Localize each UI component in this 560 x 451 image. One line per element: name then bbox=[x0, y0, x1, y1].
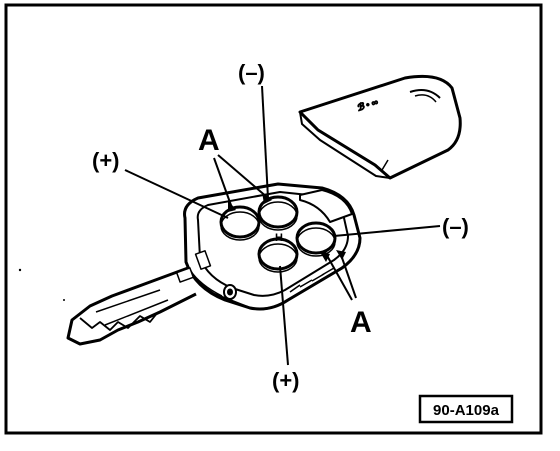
label-minus-top: (–) bbox=[238, 60, 265, 85]
scan-speck bbox=[18, 268, 22, 272]
diagram-frame bbox=[4, 3, 543, 435]
remote-buttons: H bbox=[219, 195, 337, 273]
button-left bbox=[219, 205, 261, 241]
label-plus-bottom: (+) bbox=[272, 368, 300, 393]
reference-number: 90-A109a bbox=[433, 402, 500, 419]
callout-labels: (–) (+) (–) (+) A A bbox=[92, 60, 469, 393]
label-a-upper: A bbox=[198, 124, 220, 157]
leader-lines bbox=[124, 85, 441, 366]
reference-box: 90-A109a bbox=[418, 394, 514, 424]
button-bottom bbox=[257, 237, 299, 273]
key-blade bbox=[66, 250, 212, 346]
button-mark: H bbox=[275, 232, 283, 244]
label-plus-left: (+) bbox=[92, 148, 120, 173]
battery-cover: ℬ • ∞ bbox=[298, 74, 462, 180]
button-top bbox=[257, 195, 299, 231]
scan-speck bbox=[63, 299, 65, 301]
label-a-lower: A bbox=[350, 306, 372, 339]
label-minus-right: (–) bbox=[442, 214, 469, 239]
button-right bbox=[295, 221, 337, 257]
